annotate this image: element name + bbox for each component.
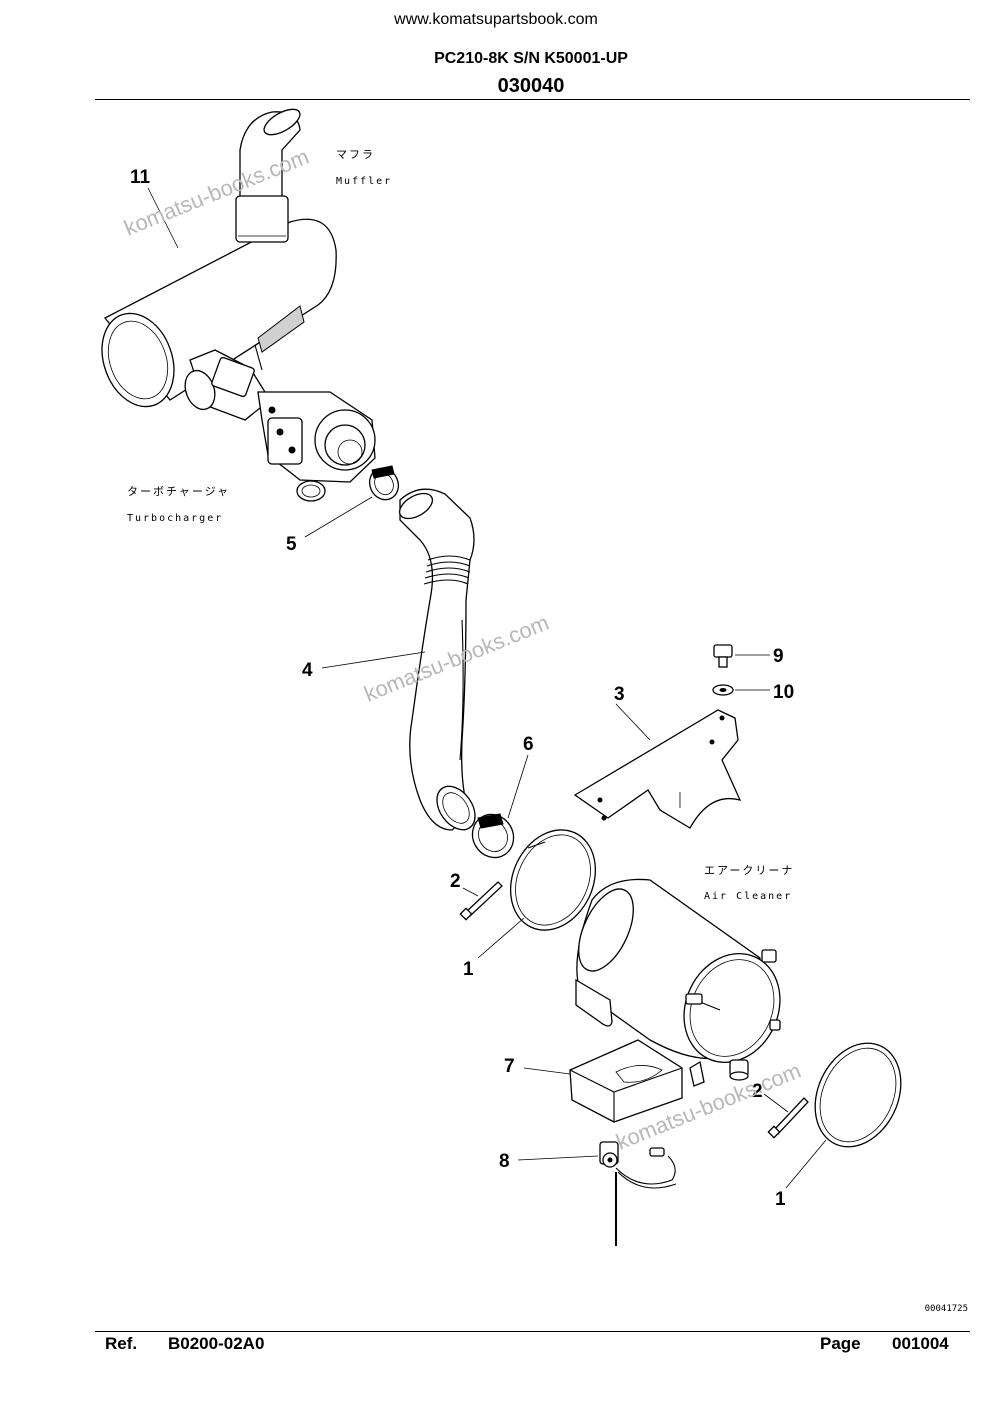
leader-lines: [147, 187, 827, 1189]
clamp-part-5: [368, 465, 400, 501]
clamp-part-6: [471, 813, 515, 859]
header-rule: [95, 99, 970, 100]
band-part-1-lower: [814, 1042, 902, 1148]
bolt-part-2-lower: [767, 1097, 809, 1139]
turbocharger-part: [257, 391, 376, 502]
ref-value: B0200-02A0: [168, 1334, 265, 1353]
washer-part-10: [712, 684, 734, 696]
callout-3: 3: [614, 684, 625, 705]
callout-5: 5: [286, 534, 297, 555]
model-serial-line: PC210-8K S/N K50001-UP: [434, 50, 628, 67]
component-labels: マフラ Muffler ターボチャージャ Turbocharger エアークリー…: [127, 148, 794, 902]
footer-rule: [95, 1331, 970, 1332]
callout-6: 6: [523, 734, 534, 755]
callout-2-lower: 2: [752, 1081, 763, 1102]
callout-4: 4: [302, 660, 313, 681]
pad-part-7: [569, 1039, 683, 1123]
muffler-label-en: Muffler: [336, 176, 392, 187]
callout-1-upper: 1: [463, 959, 474, 980]
callout-11: 11: [130, 167, 151, 188]
muffler-part: [101, 108, 337, 421]
muffler-label-jp: マフラ: [336, 148, 375, 161]
callout-2-upper: 2: [450, 871, 461, 892]
callout-numbers: 11 5 4 9 10 3 6 2 1 7 2 8 1: [130, 167, 794, 1210]
sensor-part-8: [599, 1141, 677, 1246]
page-label: Page: [820, 1334, 861, 1353]
band-part-1-upper: [509, 829, 597, 931]
ref-label: Ref.: [105, 1334, 138, 1353]
bolt-part-2-upper: [459, 881, 503, 921]
callout-7: 7: [504, 1056, 515, 1077]
bracket-part-3: [573, 709, 742, 829]
air-cleaner-label-en: Air Cleaner: [704, 891, 792, 902]
page-number: 001004: [892, 1334, 949, 1353]
callout-1-lower: 1: [775, 1189, 786, 1210]
page-code: 030040: [497, 75, 565, 97]
intake-hose-part: [398, 488, 476, 831]
turbocharger-label-jp: ターボチャージャ: [127, 485, 230, 498]
site-url: www.komatsupartsbook.com: [394, 11, 598, 28]
callout-8: 8: [499, 1151, 510, 1172]
air-cleaner-label-jp: エアークリーナ: [704, 864, 794, 877]
air-cleaner-part: [575, 878, 781, 1087]
callout-9: 9: [773, 646, 784, 667]
turbocharger-label-en: Turbocharger: [127, 513, 223, 524]
bolt-part-9: [713, 644, 733, 668]
drawing-number: 00041725: [924, 1304, 968, 1314]
callout-10: 10: [773, 682, 794, 703]
